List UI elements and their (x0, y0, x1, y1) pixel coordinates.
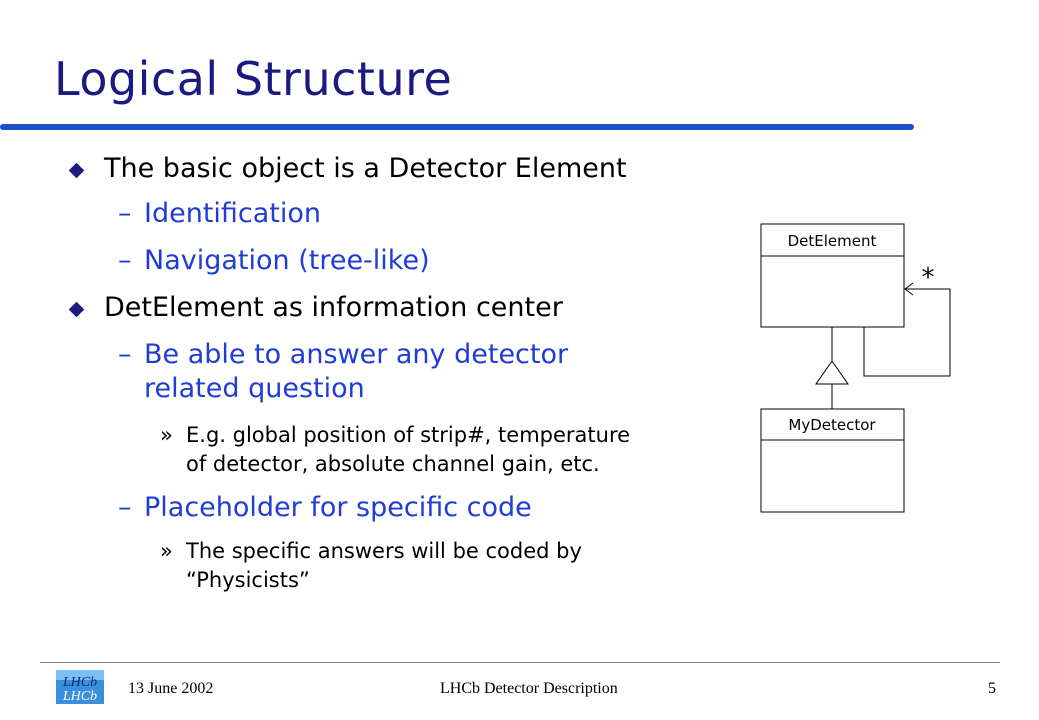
class-box-detelement: DetElement (760, 223, 905, 328)
detail-example-line1: E.g. global position of strip#, temperat… (186, 423, 631, 447)
uml-class-diagram: DetElement MyDetector * (760, 223, 951, 513)
subitem-answer-question-line1: Be able to answer any detector (144, 339, 569, 370)
bullet-diamond-icon (68, 301, 85, 318)
dash-marker: – (118, 198, 132, 229)
class-name-detelement: DetElement (788, 232, 877, 250)
class-box-mydetector: MyDetector (760, 408, 905, 513)
subitem-placeholder: Placeholder for specific code (144, 492, 532, 523)
lhcb-logo-icon: LHCb LHCb (56, 670, 104, 704)
class-name-mydetector: MyDetector (788, 416, 876, 434)
footer-title: LHCb Detector Description (440, 680, 618, 697)
footer-divider (40, 662, 1000, 663)
subitem-answer-question-line2: related question (144, 373, 365, 404)
slide-title: Logical Structure (54, 52, 453, 106)
subitem-navigation: Navigation (tree-like) (144, 245, 430, 276)
subitem-identification: Identification (144, 198, 322, 229)
self-association-arrow (863, 282, 951, 377)
page-number: 5 (988, 680, 996, 697)
multiplicity-label: * (922, 263, 935, 293)
dash-marker: – (118, 245, 132, 276)
bullet-basic-object: The basic object is a Detector Element (104, 153, 627, 184)
detail-physicists-line2: “Physicists” (186, 568, 310, 592)
svg-text:LHCb: LHCb (62, 689, 97, 704)
bullet-information-center: DetElement as information center (104, 292, 563, 323)
bullet-diamond-icon (68, 162, 85, 179)
svg-text:LHCb: LHCb (62, 675, 97, 690)
dash-marker: – (118, 492, 132, 523)
chevron-marker: » (160, 423, 173, 447)
dash-marker: – (118, 339, 132, 370)
footer-date: 13 June 2002 (128, 680, 214, 697)
chevron-marker: » (160, 539, 173, 563)
inheritance-arrow (815, 327, 849, 409)
detail-physicists-line1: The specific answers will be coded by (186, 539, 582, 563)
detail-example-line2: of detector, absolute channel gain, etc. (186, 452, 600, 476)
title-underline (0, 124, 914, 130)
